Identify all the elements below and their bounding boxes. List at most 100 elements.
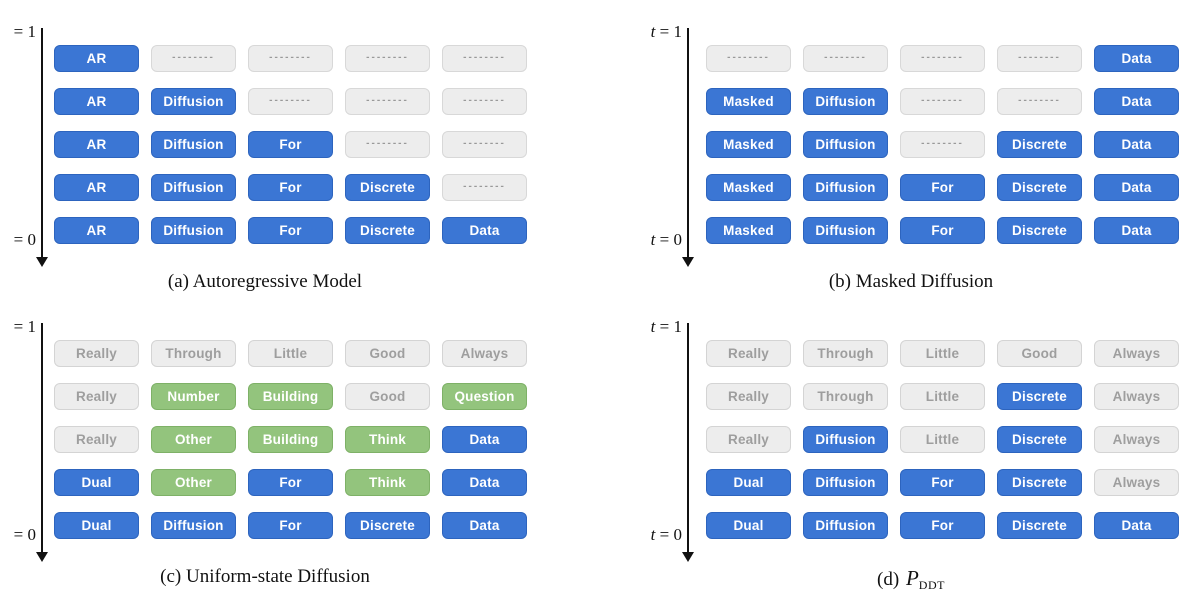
- token-box-empty: --------: [248, 88, 333, 115]
- token-box-always: Always: [1094, 426, 1179, 453]
- token-box-really: Really: [706, 340, 791, 367]
- token-box-for: For: [900, 512, 985, 539]
- token-box-data: Data: [442, 217, 527, 244]
- axis-label-t0: t = 0: [650, 525, 682, 544]
- token-box-diffusion: Diffusion: [151, 512, 236, 539]
- axis-label-t1: t = 1: [650, 22, 682, 41]
- token-box-empty: --------: [706, 45, 791, 72]
- token-box-little: Little: [900, 383, 985, 410]
- axis-label-t1: t = 1: [650, 317, 682, 336]
- token-box-data: Data: [1094, 174, 1179, 201]
- panel-caption: (b) Masked Diffusion: [828, 271, 994, 292]
- token-box-ar: AR: [54, 88, 139, 115]
- token-box-good: Good: [345, 383, 430, 410]
- token-box-for: For: [248, 217, 333, 244]
- token-box-diffusion: Diffusion: [803, 469, 888, 496]
- token-box-data: Data: [442, 512, 527, 539]
- token-box-empty: --------: [442, 174, 527, 201]
- panel-masked-diffusion: t = 1 t = 0 ----------------------------…: [646, 20, 1179, 316]
- token-box-discrete: Discrete: [997, 426, 1082, 453]
- token-box-for: For: [248, 469, 333, 496]
- token-box-always: Always: [1094, 383, 1179, 410]
- panel-autoregressive-model: = 1 = 0 AR------------------------------…: [0, 20, 530, 316]
- token-box-discrete: Discrete: [997, 512, 1082, 539]
- token-box-for: For: [900, 469, 985, 496]
- token-box-data: Data: [442, 426, 527, 453]
- token-row: -------- -------- -------- -------- Data: [706, 45, 1179, 72]
- token-box-diffusion: Diffusion: [151, 217, 236, 244]
- token-box-think: Think: [345, 469, 430, 496]
- time-axis-line: [687, 323, 689, 553]
- token-box-data: Data: [1094, 131, 1179, 158]
- token-box-through: Through: [803, 340, 888, 367]
- panel-caption: (c) Uniform-state Diffusion: [160, 566, 370, 587]
- token-box-other: Other: [151, 426, 236, 453]
- token-box-empty: --------: [900, 88, 985, 115]
- axis-label-t1: = 1: [13, 317, 36, 336]
- token-box-empty: --------: [803, 45, 888, 72]
- token-box-question: Question: [442, 383, 527, 410]
- token-box-dual: Dual: [706, 512, 791, 539]
- token-box-diffusion: Diffusion: [803, 217, 888, 244]
- time-axis-arrow-down-icon: [682, 552, 694, 562]
- token-box-data: Data: [1094, 512, 1179, 539]
- panel-caption: (a) Autoregressive Model: [167, 271, 363, 292]
- token-box-for: For: [900, 174, 985, 201]
- axis-label-t1: = 1: [13, 22, 36, 41]
- token-box-little: Little: [248, 340, 333, 367]
- token-box-through: Through: [151, 340, 236, 367]
- token-box-really: Really: [706, 383, 791, 410]
- token-box-little: Little: [900, 426, 985, 453]
- token-box-ar: AR: [54, 174, 139, 201]
- token-box-empty: --------: [997, 45, 1082, 72]
- token-box-data: Data: [1094, 88, 1179, 115]
- token-box-little: Little: [900, 340, 985, 367]
- token-box-data: Data: [1094, 45, 1179, 72]
- token-box-masked: Masked: [706, 174, 791, 201]
- token-box-really: Really: [54, 340, 139, 367]
- token-box-empty: --------: [442, 131, 527, 158]
- token-box-think: Think: [345, 426, 430, 453]
- time-axis-line: [687, 28, 689, 258]
- token-box-for: For: [900, 217, 985, 244]
- time-axis-line: [41, 28, 43, 258]
- panel-caption: (d) PDDT: [646, 566, 1176, 593]
- token-box-always: Always: [1094, 469, 1179, 496]
- token-box-masked: Masked: [706, 131, 791, 158]
- token-box-data: Data: [442, 469, 527, 496]
- axis-label-t0: = 0: [13, 230, 36, 249]
- token-box-really: Really: [706, 426, 791, 453]
- token-box-diffusion: Diffusion: [151, 174, 236, 201]
- token-box-number: Number: [151, 383, 236, 410]
- token-box-really: Really: [54, 383, 139, 410]
- token-box-building: Building: [248, 426, 333, 453]
- token-box-always: Always: [1094, 340, 1179, 367]
- token-box-empty: --------: [345, 45, 430, 72]
- token-box-empty: --------: [900, 45, 985, 72]
- token-box-building: Building: [248, 383, 333, 410]
- token-row: AR--------------------------------: [54, 45, 527, 72]
- time-axis-arrow-down-icon: [682, 257, 694, 267]
- token-box-empty: --------: [345, 131, 430, 158]
- caption-subscript: DDT: [918, 578, 945, 592]
- time-axis-arrow-down-icon: [36, 552, 48, 562]
- token-box-good: Good: [345, 340, 430, 367]
- token-box-discrete: Discrete: [997, 469, 1082, 496]
- token-box-masked: Masked: [706, 88, 791, 115]
- token-box-diffusion: Diffusion: [803, 174, 888, 201]
- token-box-ar: AR: [54, 217, 139, 244]
